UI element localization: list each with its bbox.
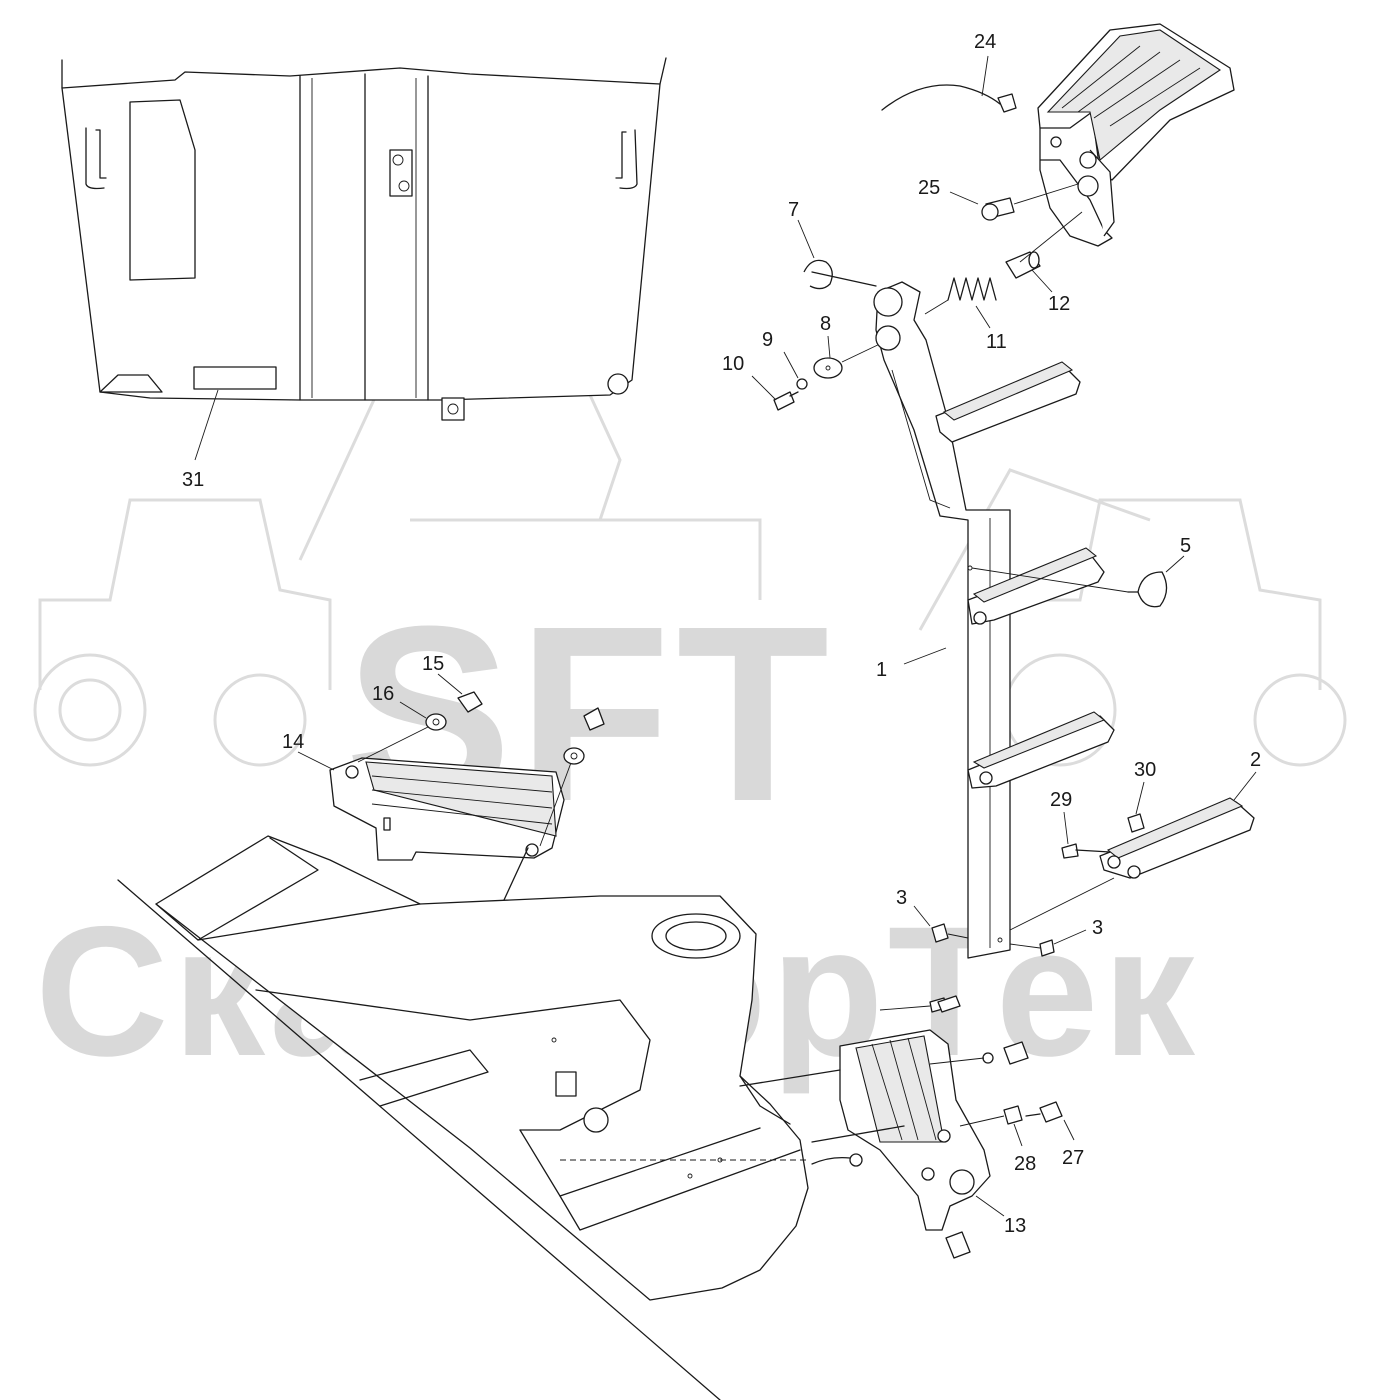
upper-panel-assembly: 31: [61, 57, 667, 491]
washer-16: 16: [372, 683, 447, 731]
lower-frame: [117, 835, 809, 1400]
callout-8: 8: [820, 313, 831, 335]
callout-1: 1: [876, 659, 887, 681]
callout-5: 5: [1180, 535, 1191, 557]
callout-15: 15: [422, 653, 444, 675]
callout-12: 12: [1048, 293, 1070, 315]
step-bracket-14: 14: [282, 725, 573, 861]
callout-11: 11: [986, 331, 1007, 353]
cap-3-left: 3: [896, 887, 969, 943]
washer-8: 8: [813, 313, 885, 379]
fitting-25: 25: [918, 177, 1079, 221]
callout-29: 29: [1050, 789, 1072, 811]
bolt-29: 29: [1050, 789, 1111, 859]
spring-washer-9: 9: [762, 329, 808, 390]
callout-13: 13: [1004, 1215, 1026, 1237]
callout-31: 31: [182, 469, 204, 491]
bracket-13-bolts: 27 28: [879, 995, 1084, 1175]
bolt-10: 10: [722, 353, 799, 411]
callout-3-right: 3: [1092, 917, 1103, 939]
bushing-12: 12: [1005, 211, 1083, 315]
callout-28: 28: [1014, 1153, 1036, 1175]
step-bracket-13: 13: [739, 1029, 1026, 1259]
callout-16: 16: [372, 683, 394, 705]
rung-2: 2: [1099, 749, 1261, 879]
cap-3-right: 3: [1009, 917, 1103, 957]
bolt-and-washer-right: [563, 707, 605, 765]
callout-2: 2: [1250, 749, 1261, 771]
callout-24: 24: [974, 31, 996, 53]
spring-11: 11: [924, 277, 1007, 353]
callout-10: 10: [722, 353, 744, 375]
cap-5: 5: [971, 535, 1191, 608]
pin-7: 7: [788, 199, 877, 290]
callout-30: 30: [1134, 759, 1156, 781]
ladder-1: 1: [873, 281, 1115, 959]
callout-9: 9: [762, 329, 773, 351]
bolt-15: 15: [422, 653, 483, 713]
callout-27: 27: [1062, 1147, 1084, 1169]
upper-step-bracket: 24: [881, 23, 1235, 247]
callout-14: 14: [282, 731, 304, 753]
callout-7: 7: [788, 199, 799, 221]
callout-3-left: 3: [896, 887, 907, 909]
callout-25: 25: [918, 177, 940, 199]
nut-30: 30: [1127, 759, 1156, 833]
